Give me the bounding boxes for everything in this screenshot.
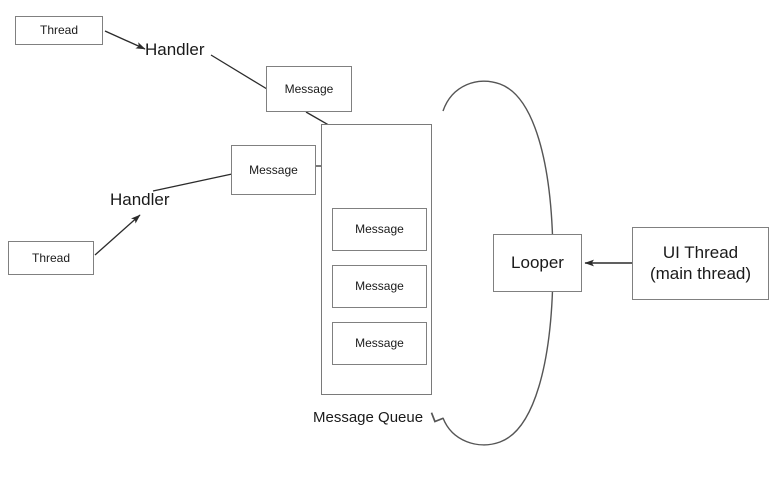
node-queue-message-2[interactable]: Message xyxy=(332,265,427,308)
node-message-queue[interactable]: Message Message Message xyxy=(321,124,432,395)
edge-thread-bottom-to-handler-bottom xyxy=(94,214,141,256)
node-thread-top[interactable]: Thread xyxy=(15,16,103,45)
node-queue-message-3[interactable]: Message xyxy=(332,322,427,365)
node-message-mid[interactable]: Message xyxy=(231,145,316,195)
node-queue-message-3-label: Message xyxy=(355,336,404,351)
node-queue-message-1[interactable]: Message xyxy=(332,208,427,251)
edge-handler-top-to-message-top xyxy=(210,54,268,90)
node-message-mid-label: Message xyxy=(249,162,298,177)
node-thread-bottom[interactable]: Thread xyxy=(8,241,94,275)
node-message-top[interactable]: Message xyxy=(266,66,352,112)
node-ui-thread-line1: UI Thread xyxy=(662,243,739,263)
label-handler-bottom-text: Handler xyxy=(110,190,170,209)
label-message-queue-caption-text: Message Queue xyxy=(313,409,424,426)
node-message-top-label: Message xyxy=(284,81,334,96)
node-ui-thread-line2: (main thread) xyxy=(649,263,752,283)
node-queue-message-2-label: Message xyxy=(355,279,404,294)
node-queue-message-1-label: Message xyxy=(355,222,404,237)
edge-handler-bottom-to-message-mid xyxy=(152,173,233,192)
node-looper[interactable]: Looper xyxy=(493,234,582,292)
node-looper-label: Looper xyxy=(511,252,564,272)
node-thread-top-label: Thread xyxy=(39,23,79,38)
label-handler-bottom: Handler xyxy=(110,190,170,210)
edge-thread-top-to-handler-top xyxy=(104,30,146,50)
label-handler-top: Handler xyxy=(145,40,205,60)
label-handler-top-text: Handler xyxy=(145,40,205,59)
label-message-queue-caption: Message Queue xyxy=(313,409,423,426)
node-thread-bottom-label: Thread xyxy=(31,250,71,265)
node-ui-thread[interactable]: UI Thread (main thread) xyxy=(632,227,769,300)
